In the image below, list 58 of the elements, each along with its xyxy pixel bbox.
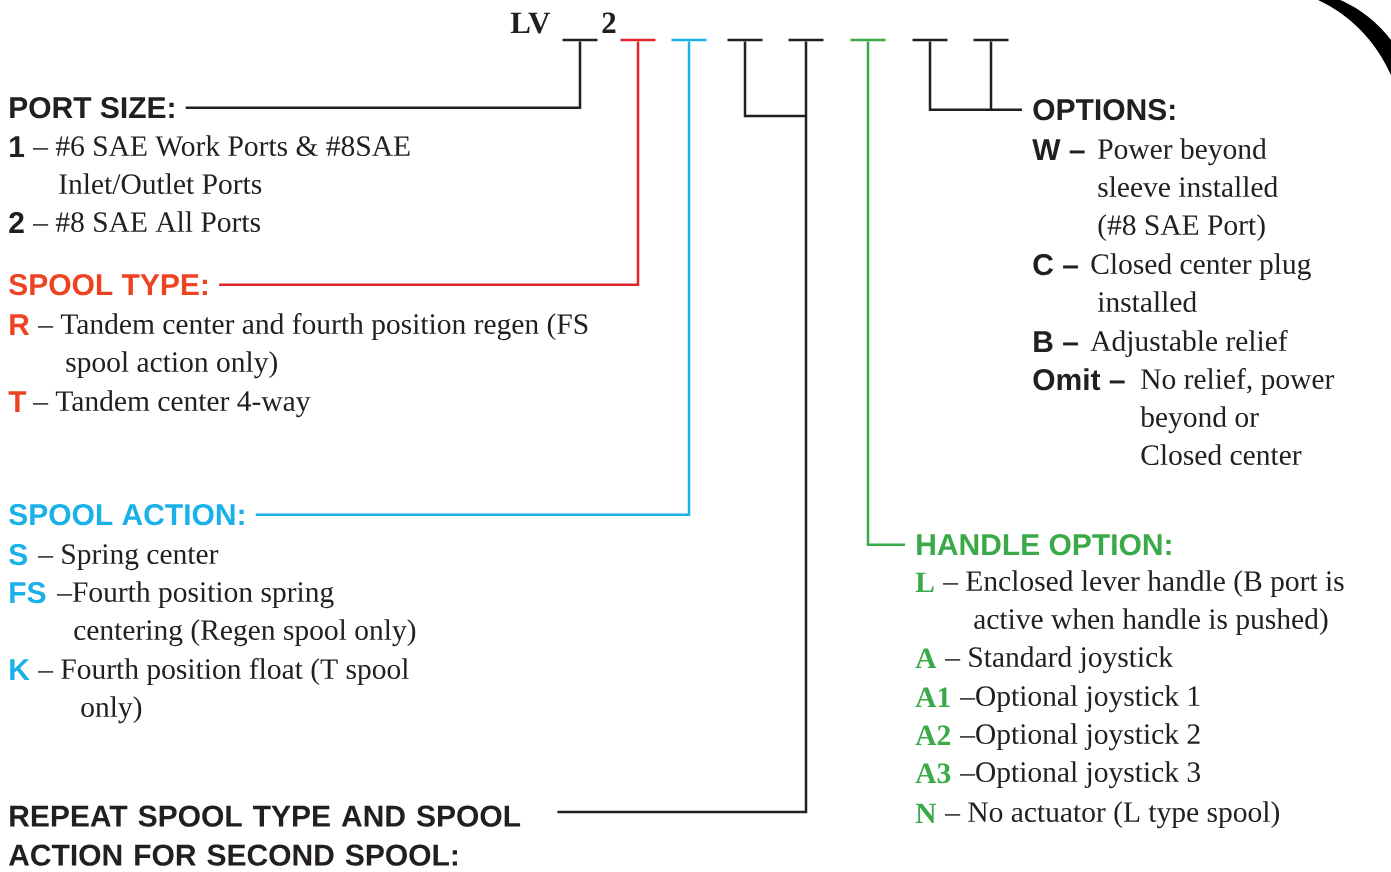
option-description: Adjustable relief <box>1090 330 1288 358</box>
option-code: R <box>10 314 30 335</box>
section-heading: PORT SIZE: <box>10 97 174 119</box>
option-description: –Optional joystick 1 <box>960 685 1200 713</box>
option-description: – Enclosed lever handle (B port is active when handle is pushed) <box>943 570 1344 636</box>
option-code: S <box>9 544 28 566</box>
section-heading: SPOOL TYPE: <box>9 274 207 296</box>
leader-line <box>743 41 806 118</box>
blank-line <box>850 38 886 42</box>
leader-line <box>219 41 640 286</box>
option-code: A2 <box>915 725 950 745</box>
option-code: W – <box>1032 139 1085 160</box>
section-heading: REPEAT SPOOL TYPE AND SPOOL ACTION FOR SECOND SPOOL: <box>8 805 521 866</box>
section-heading: SPOOL ACTION: <box>9 504 244 526</box>
option-description: –Optional joystick 2 <box>960 723 1200 751</box>
option-description: – #8 SAE All Ports <box>33 211 260 233</box>
option-code: B – <box>1034 331 1078 352</box>
blank-line <box>973 38 1009 42</box>
section-heading: OPTIONS: <box>1033 99 1175 121</box>
blank-line <box>671 38 707 42</box>
option-description: – Standard joystick <box>945 646 1173 674</box>
option-code: K <box>10 659 30 680</box>
option-code: Omit – <box>1033 368 1125 391</box>
option-code: FS <box>10 582 46 604</box>
option-code: A <box>915 648 937 668</box>
blank-line <box>912 38 948 42</box>
option-description: – Tandem center and fourth position regen (FS spool action only) <box>38 313 588 379</box>
option-description: – Fourth position float (T spool only) <box>38 658 409 724</box>
option-code: C – <box>1033 254 1078 276</box>
leader-line <box>866 41 905 546</box>
blank-line <box>562 38 598 42</box>
option-code: L <box>915 572 934 592</box>
model-code-letters: LV <box>510 12 551 34</box>
option-code: A3 <box>915 763 951 784</box>
option-code: 1 <box>10 136 25 157</box>
option-description: – Spring center <box>38 544 219 571</box>
blank-line <box>727 38 763 42</box>
blank-line <box>620 38 656 42</box>
leader-line <box>255 41 691 516</box>
leader-line <box>989 41 1022 111</box>
option-code: 2 <box>9 212 24 233</box>
section-heading: HANDLE OPTION: <box>917 534 1171 556</box>
option-description: –Fourth position spring centering (Regen spool only) <box>57 581 416 647</box>
blank-line <box>788 38 824 42</box>
option-description: –Optional joystick 3 <box>960 761 1200 789</box>
option-description: – Tandem center 4-way <box>33 390 311 418</box>
leader-line <box>185 41 582 109</box>
leader-line <box>928 41 991 111</box>
option-description: – #6 SAE Work Ports & #8SAE Inlet/Outlet Ports <box>33 135 410 195</box>
option-description: Closed center plug installed <box>1091 253 1311 313</box>
option-description: No relief, power beyond or Closed center <box>1140 368 1335 466</box>
option-code: T <box>8 391 27 412</box>
option-code: A1 <box>915 687 950 707</box>
leader-line <box>557 41 808 814</box>
option-code: N <box>915 803 937 823</box>
option-description: Power beyond sleeve installed (#8 SAE Port) <box>1098 138 1278 242</box>
model-code-digit: 2 <box>602 12 616 33</box>
option-description: – No actuator (L type spool) <box>945 801 1279 829</box>
